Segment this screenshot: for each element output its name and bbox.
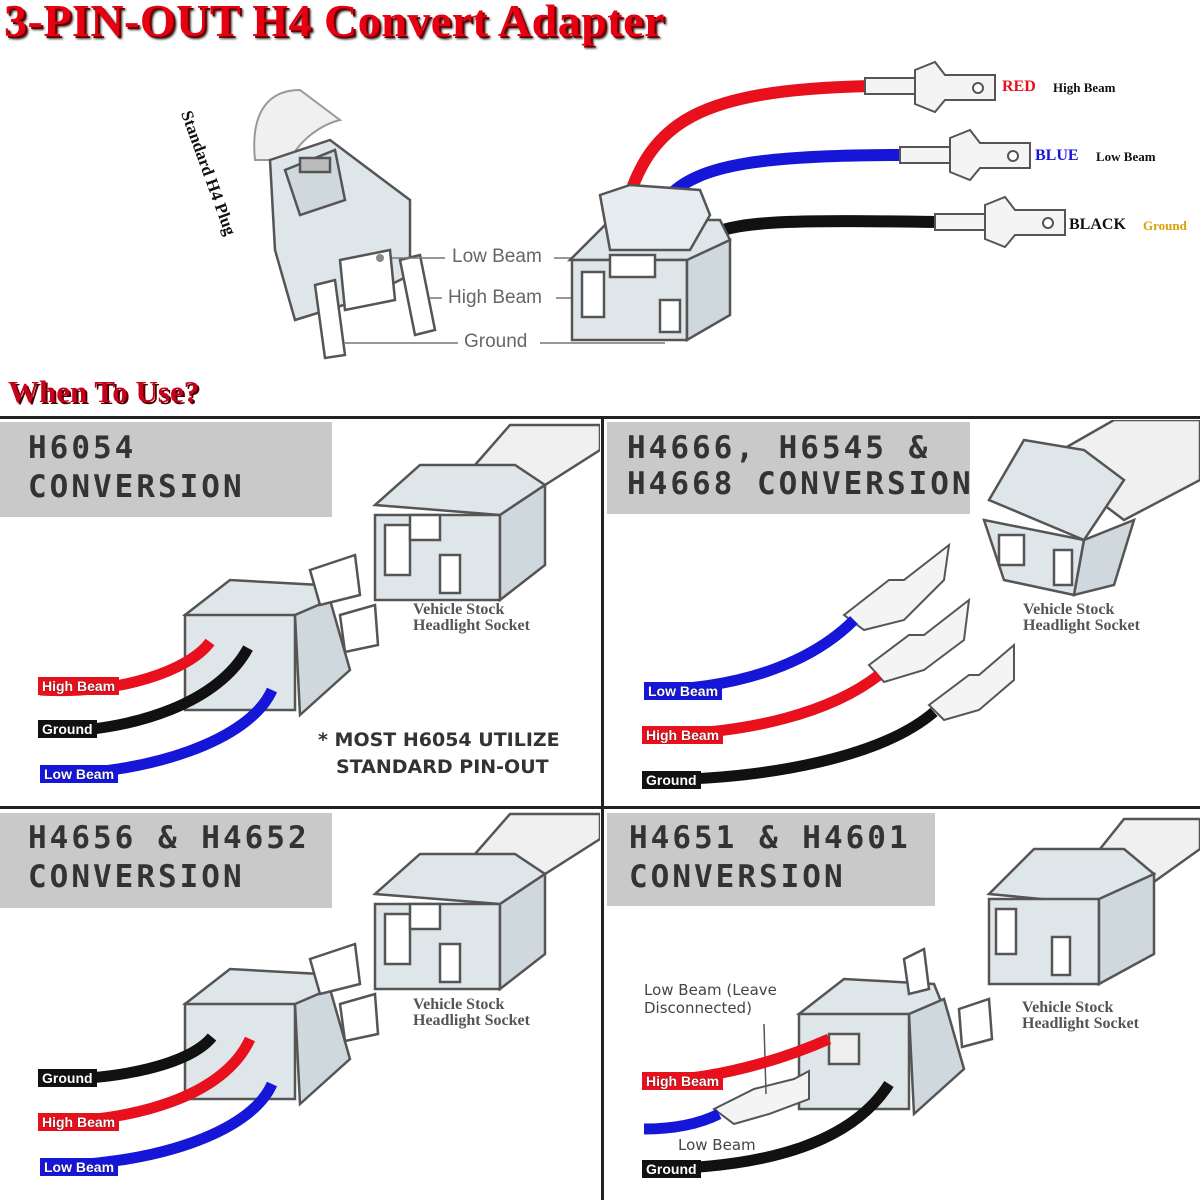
panel-2-diagram [643,420,1200,786]
panel-4-adapter [796,947,994,1117]
panel-2-stock-socket [982,420,1200,597]
red-wire-label: RED [1002,78,1036,95]
panel-1-diagram [39,423,600,781]
plug-high-beam-label: High Beam [448,287,542,308]
panel-1-stock-socket [371,423,600,603]
panel-4-ground-tag: Ground [642,1160,701,1178]
grid-middle-line [0,806,1200,809]
panel-2-terminals [842,542,1015,722]
panel-2-low-beam-tag: Low Beam [644,682,723,700]
panel-2-blue-wire [643,616,858,696]
red-terminal [864,60,996,114]
red-wire [619,80,871,212]
panel-2-ground-tag: Ground [642,771,701,789]
panel-1-ground-tag: Ground [38,720,97,738]
panel-4-high-beam-tag: High Beam [642,1072,724,1090]
grid-vertical-line [601,416,604,1200]
red-wire-function: High Beam [1053,80,1116,95]
adapter-socket [566,183,732,343]
panel-3-ground-tag: Ground [38,1069,97,1087]
panel-2-header [607,422,970,514]
h4-plug [268,138,437,360]
panel-4-disconnected-terminal [712,1069,810,1126]
panel-4-low-beam-label: Low Beam [678,1136,756,1154]
panel-4-stock-socket [986,817,1200,987]
panel-2-title: H4666, H6545 &H4668 CONVERSION [627,430,974,502]
plug-cable [253,88,343,161]
plug-ground-label: Ground [464,331,528,352]
black-wire-function: Ground [1143,218,1187,233]
blue-wire [665,149,906,200]
panel-3-low-beam-tag: Low Beam [40,1158,119,1176]
grid-top-line [0,416,1200,419]
plug-pin-hole [376,254,384,262]
panel-1-high-beam-tag: High Beam [38,677,120,695]
panel-3-header [0,813,332,908]
black-wire-label: BLACK [1069,216,1126,233]
panel-3-diagram [39,812,600,1172]
panel-2-high-beam-tag: High Beam [642,726,724,744]
section-title: When To Use? [8,374,200,409]
panel-3-high-beam-tag: High Beam [38,1113,120,1131]
blue-terminal [899,128,1031,182]
panel-4-header [607,813,935,906]
panel-1-low-beam-tag: Low Beam [40,765,119,783]
panel-4-diagram [643,817,1200,1175]
top-diagram [253,60,1066,360]
panel-3-stock-socket [371,812,600,992]
black-terminal [934,195,1066,249]
plug-low-beam-label: Low Beam [452,246,542,267]
black-wire [707,215,941,241]
blue-wire-function: Low Beam [1096,149,1156,164]
panel-4-blue-wire [643,1109,722,1135]
page-title: 3-PIN-OUT H4 Convert Adapter [4,0,665,46]
blue-wire-label: BLUE [1035,147,1079,164]
panel-1-header [0,422,332,517]
